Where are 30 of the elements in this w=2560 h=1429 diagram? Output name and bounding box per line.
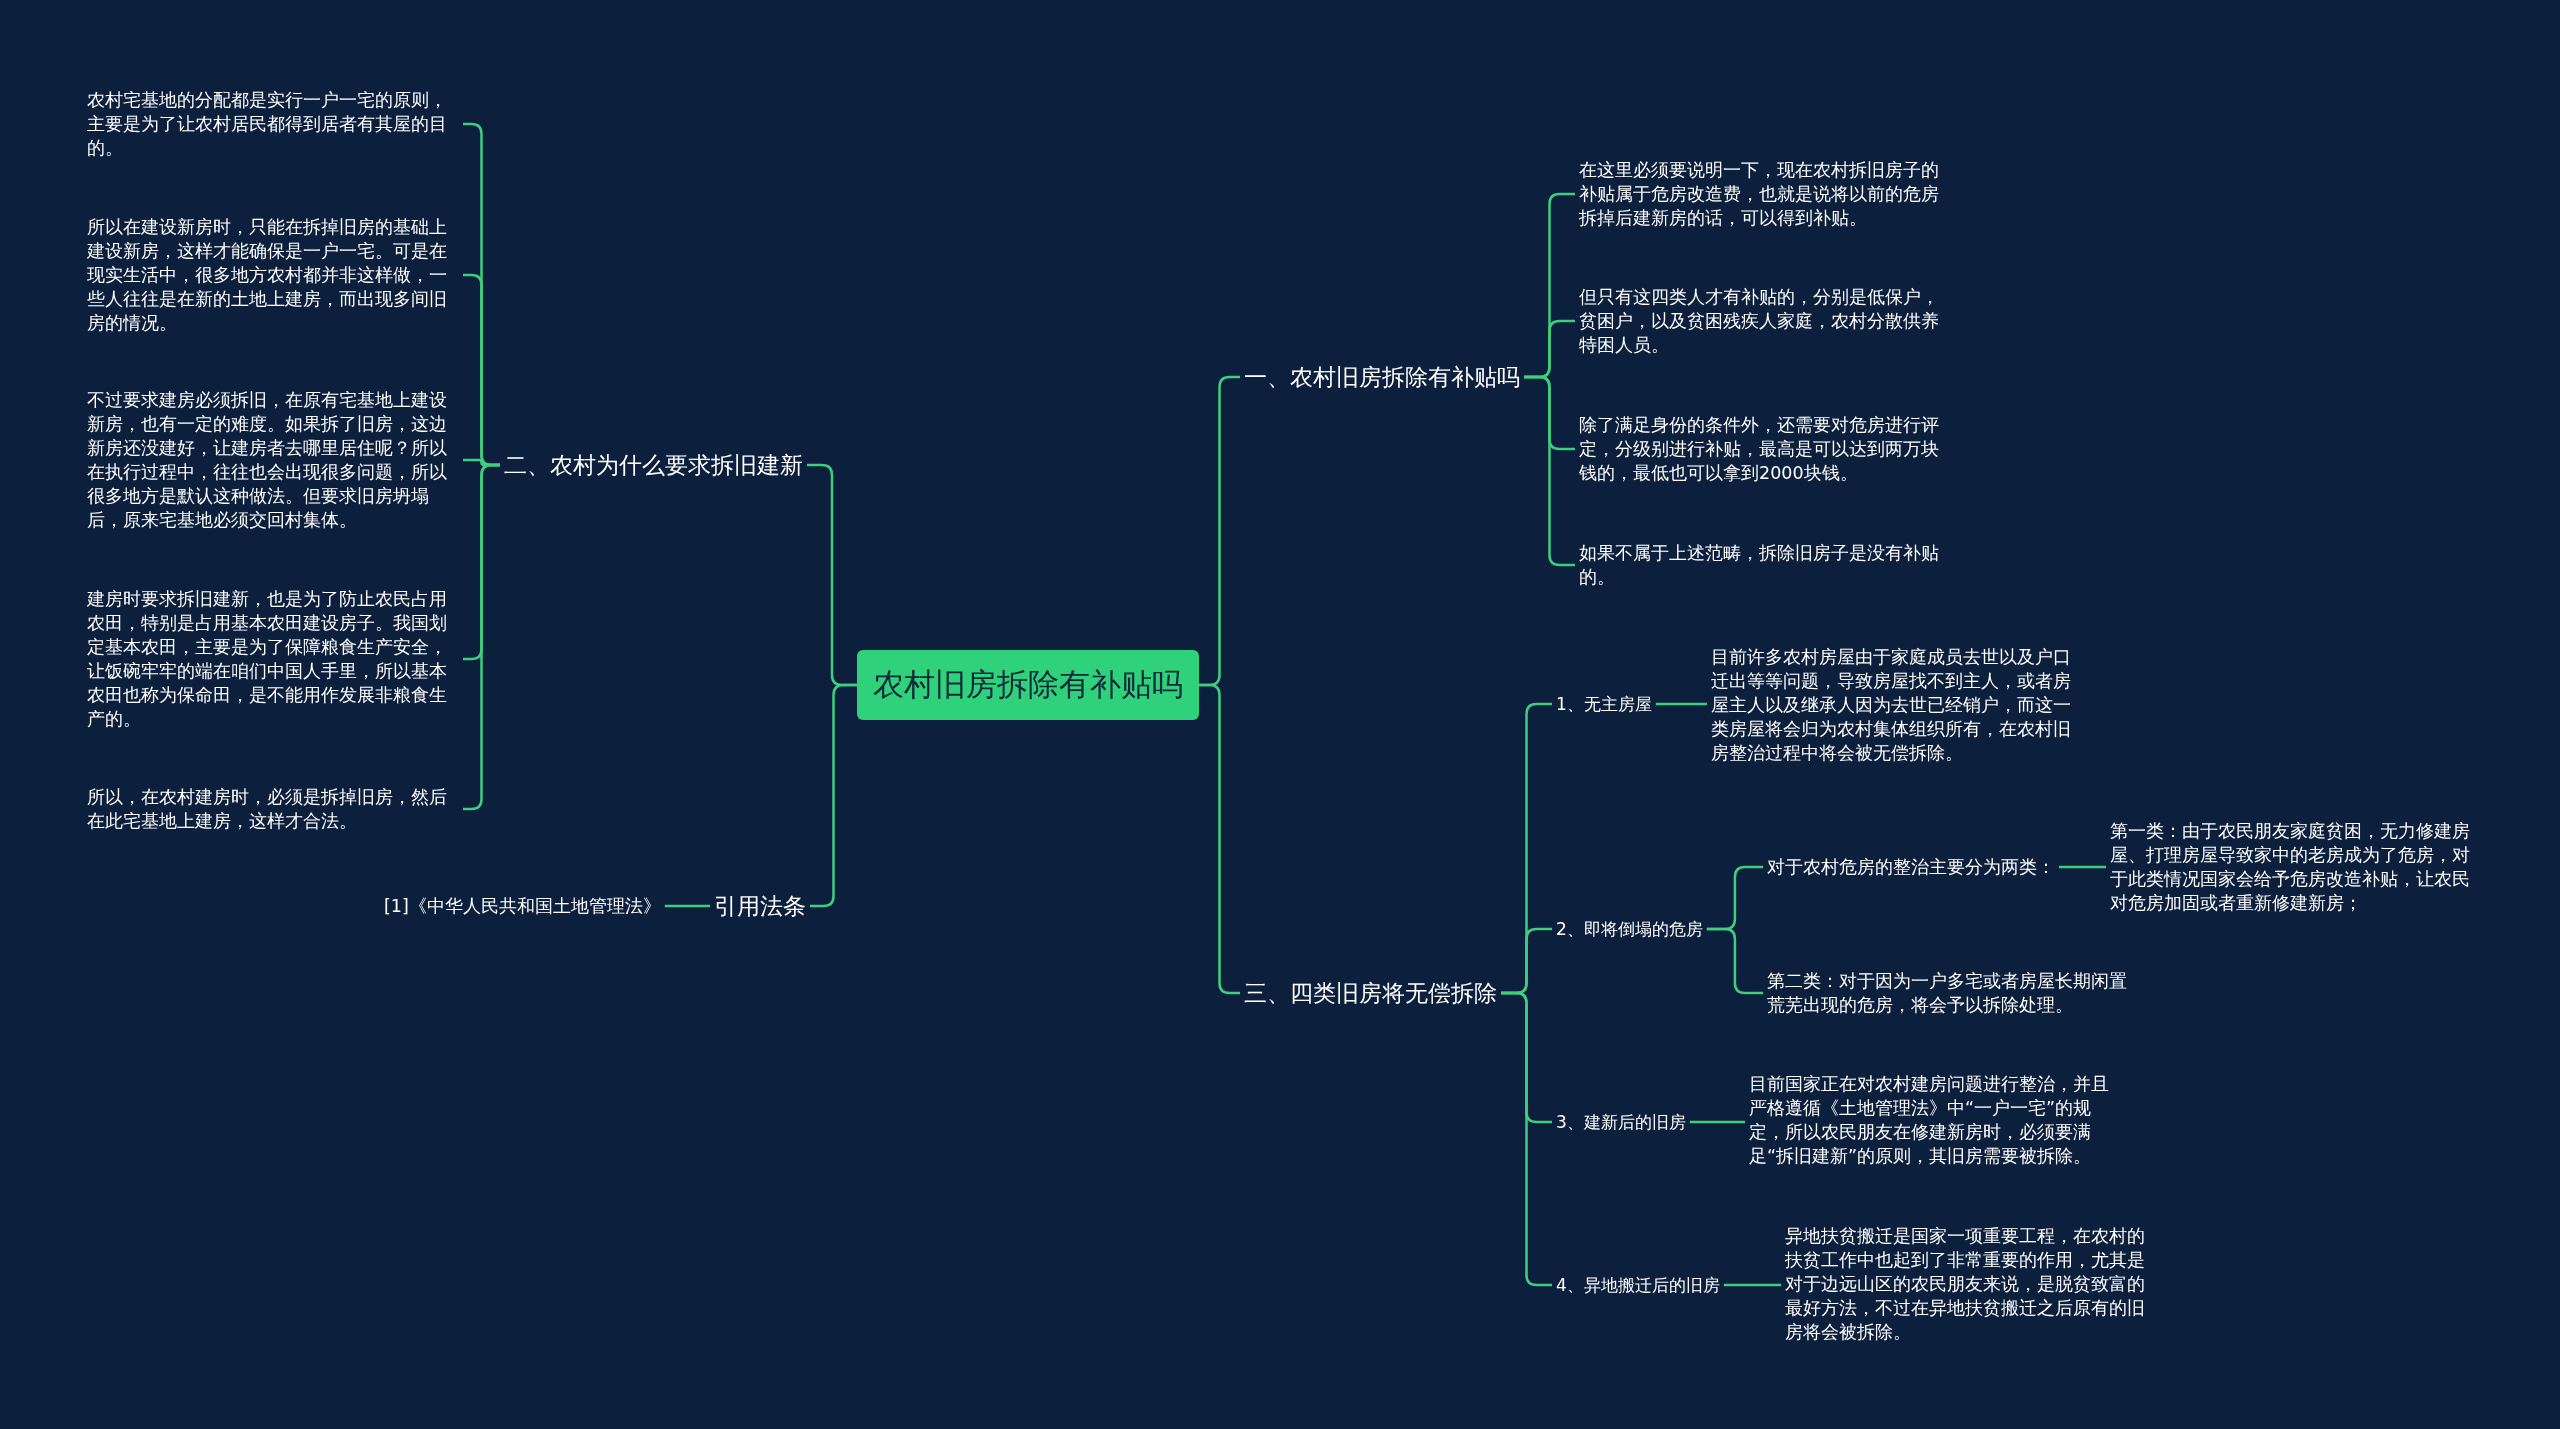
note-text: 目前国家正在对农村建房问题进行整治，并且严格遵循《土地管理法》中“一户一宅”的规定，所以农民朋友在修建新房时，必须要满足“拆旧建新”的原则，其旧房需要被拆除。: [1745, 1072, 2125, 1168]
note-text: 所以在建设新房时，只能在拆掉旧房的基础上建设新房，这样才能确保是一户一宅。可是在现实生活中，很多地方农村都并非这样做，一些人往往是在新的土地上建房，而出现多间旧房的情况。: [83, 215, 463, 335]
branch-topic: 三、四类旧房将无偿拆除: [1240, 975, 1501, 1011]
note-text: 目前许多农村房屋由于家庭成员去世以及户口迁出等等问题，导致房屋找不到主人，或者房屋主人以及继承人因为去世已经销户，而这一类房屋将会归为农村集体组织所有，在农村旧房整治过程中将会被无偿拆除。: [1707, 645, 2087, 765]
subtopic: 对于农村危房的整治主要分为两类：: [1763, 853, 2059, 881]
note-text: 但只有这四类人才有补贴的，分别是低保户，贫困户，以及贫困残疾人家庭，农村分散供养特困人员。: [1575, 285, 1955, 357]
central-topic: 农村旧房拆除有补贴吗: [857, 650, 1199, 720]
note-text: 除了满足身份的条件外，还需要对危房进行评定，分级别进行补贴，最高是可以达到两万块钱的，最低也可以拿到2000块钱。: [1575, 413, 1955, 485]
branch-topic: 二、农村为什么要求拆旧建新: [500, 447, 807, 483]
connector-line: [2059, 865, 2106, 869]
note-text: 异地扶贫搬迁是国家一项重要工程，在农村的扶贫工作中也起到了非常重要的作用，尤其是对于边远山区的农民朋友来说，是脱贫致富的最好方法，不过在异地扶贫搬迁之后原有的旧房将会被拆除。: [1781, 1224, 2161, 1344]
note-text: 农村宅基地的分配都是实行一户一宅的原则，主要是为了让农村居民都得到居者有其屋的目的。: [83, 88, 463, 160]
subtopic: 2、即将倒塌的危房: [1552, 915, 1707, 943]
note-text: 建房时要求拆旧建新，也是为了防止农民占用农田，特别是占用基本农田建设房子。我国划定基本农田，主要是为了保障粮食生产安全，让饭碗牢牢的端在咱们中国人手里，所以基本农田也称为保命田，是不能用作发展非粮食生产的。: [83, 587, 463, 731]
note-text: 不过要求建房必须拆旧，在原有宅基地上建设新房，也有一定的难度。如果拆了旧房，这边新房还没建好，让建房者去哪里居住呢？所以在执行过程中，往往也会出现很多问题，所以很多地方是默认这种做法。但要求旧房坍塌后，原来宅基地必须交回村集体。: [83, 388, 463, 532]
subtopic: [1]《中华人民共和国土地管理法》: [380, 892, 665, 920]
note-text: 所以，在农村建房时，必须是拆掉旧房，然后在此宅基地上建房，这样才合法。: [83, 785, 463, 833]
branch-topic: 一、农村旧房拆除有补贴吗: [1240, 359, 1524, 395]
subtopic: 4、异地搬迁后的旧房: [1552, 1271, 1724, 1299]
note-text: 第一类：由于农民朋友家庭贫困，无力修建房屋、打理房屋导致家中的老房成为了危房，对于此类情况国家会给予危房改造补贴，让农民对危房加固或者重新修建新房；: [2106, 819, 2486, 915]
note-text: 第二类：对于因为一户多宅或者房屋长期闲置荒芜出现的危房，将会予以拆除处理。: [1763, 969, 2143, 1017]
note-text: 在这里必须要说明一下，现在农村拆旧房子的补贴属于危房改造费，也就是说将以前的危房拆掉后建新房的话，可以得到补贴。: [1575, 158, 1955, 230]
subtopic: 3、建新后的旧房: [1552, 1108, 1690, 1136]
connector-line: [1723, 1283, 1781, 1287]
subtopic: 1、无主房屋: [1552, 690, 1656, 718]
note-text: 如果不属于上述范畴，拆除旧房子是没有补贴的。: [1575, 541, 1955, 589]
connector-line: [1655, 702, 1707, 706]
connector-line: [664, 904, 710, 908]
connector-line: [1689, 1120, 1745, 1124]
branch-topic: 引用法条: [710, 888, 810, 924]
